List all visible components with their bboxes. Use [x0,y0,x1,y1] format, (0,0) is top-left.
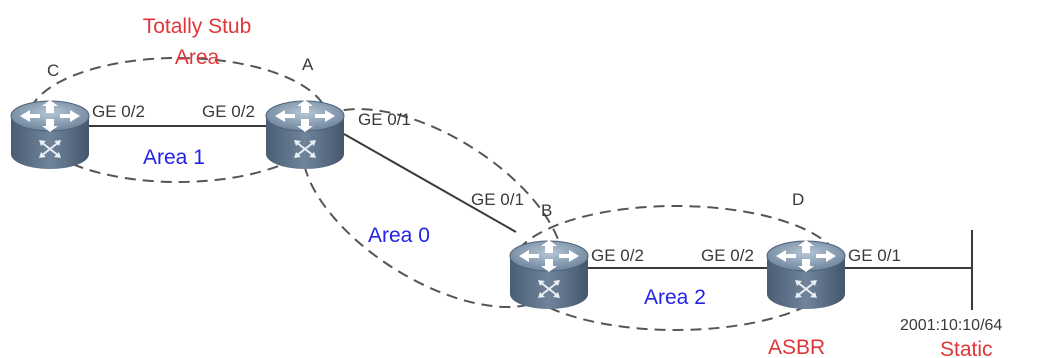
interface-label-c-ge02: GE 0/2 [92,102,145,121]
router-c[interactable] [10,99,90,170]
area-1-label: Area 1 [143,146,205,169]
interface-label-d-ge01: GE 0/1 [848,246,901,265]
static-label: Static [940,338,993,358]
totally-stub-label-line1: Totally Stub [143,15,252,38]
interface-label-a-ge02: GE 0/2 [202,102,255,121]
interface-label-a-ge01: GE 0/1 [358,110,411,129]
router-d-label: D [792,190,804,209]
interface-label-b-ge01: GE 0/1 [471,190,524,209]
router-a[interactable] [265,99,345,170]
router-b[interactable] [509,239,589,310]
router-icon [766,239,846,310]
totally-stub-label-line2: Area [175,46,220,69]
area-boundaries [27,57,842,331]
network-prefix-label: 2001:10:10/64 [900,317,1002,334]
router-icon [265,99,345,170]
router-d[interactable] [766,239,846,310]
router-c-label: C [47,61,59,80]
router-icon [509,239,589,310]
links [88,125,973,310]
asbr-label: ASBR [768,336,825,358]
router-a-label: A [302,55,314,74]
area-2-label: Area 2 [644,286,706,309]
link-a-b [343,133,517,233]
interface-label-b-ge02: GE 0/2 [591,246,644,265]
area-0-label: Area 0 [368,224,430,247]
router-icon [10,99,90,170]
interface-label-d-ge02: GE 0/2 [701,246,754,265]
router-b-label: B [541,201,552,220]
